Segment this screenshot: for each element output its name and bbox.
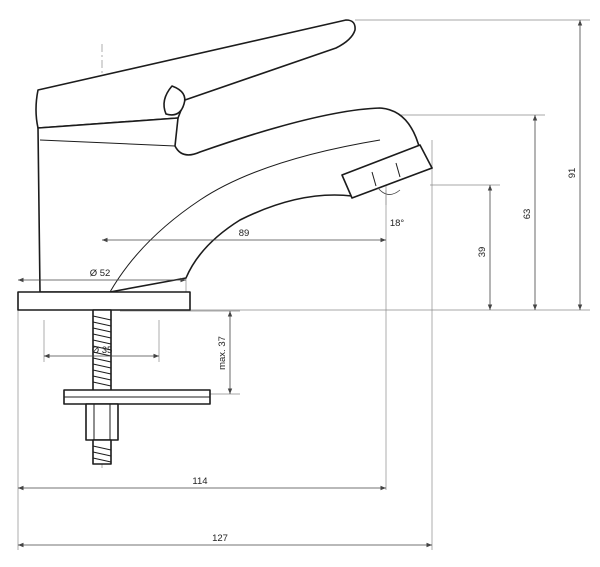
label-reach: 89 xyxy=(239,228,250,239)
label-max-length: max. 37 xyxy=(217,336,228,370)
label-127: 127 xyxy=(212,533,228,544)
nut xyxy=(85,403,119,441)
label-total-height: 91 xyxy=(567,168,578,179)
label-angle: 18° xyxy=(390,218,405,229)
lever-pivot xyxy=(163,85,186,116)
label-base-diameter: Ø 52 xyxy=(90,268,111,279)
body-seam-line xyxy=(39,139,176,147)
threaded-rod-end xyxy=(92,439,112,465)
aerator xyxy=(341,144,433,199)
label-114: 114 xyxy=(192,476,207,487)
angle-arc xyxy=(377,187,401,195)
lever-handle xyxy=(35,19,356,129)
faucet-body xyxy=(37,107,433,293)
aerator-detail-2 xyxy=(395,162,401,178)
label-thread-diameter: Ø 35 xyxy=(92,345,113,356)
threaded-rod xyxy=(92,309,112,393)
label-spout-height: 63 xyxy=(522,209,533,220)
aerator-detail xyxy=(371,171,377,187)
spout-contour xyxy=(109,139,381,293)
base-plate xyxy=(17,291,191,311)
label-outlet-height: 39 xyxy=(477,247,488,258)
